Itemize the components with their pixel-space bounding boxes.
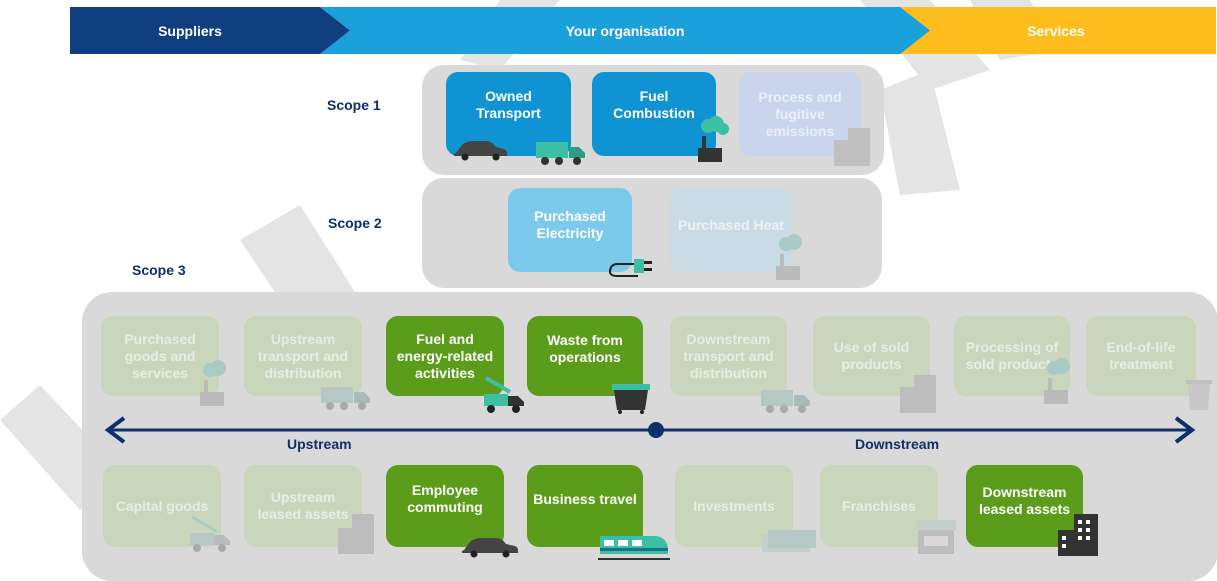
crane-truck-icon <box>190 515 230 552</box>
organisation-chevron: Your organisation <box>320 7 930 54</box>
downstream-transport-box[interactable]: Downstream transport and distribution <box>670 316 787 396</box>
purchased-electricity-box[interactable]: Purchased Electricity <box>508 188 632 272</box>
use-sold-label: Use of sold products <box>833 339 910 372</box>
plug-icon <box>609 259 652 277</box>
upstream-transport-box[interactable]: Upstream transport and distribution <box>244 316 362 396</box>
suppliers-chevron: Suppliers <box>70 7 350 54</box>
shop-icon <box>916 520 956 554</box>
value-chain-axis <box>104 416 1196 444</box>
factory-cloud-icon <box>776 234 802 280</box>
end-of-life-label: End-of-life treatment <box>1106 339 1176 372</box>
tanker-truck-icon <box>484 376 524 413</box>
downstream-transport-label: Downstream transport and distribution <box>683 330 774 381</box>
franchises-label: Franchises <box>842 497 916 514</box>
purchased-heat-label: Purchased Heat <box>678 216 784 233</box>
truck-icon <box>761 390 810 413</box>
factory-cloud-icon <box>1044 358 1070 404</box>
fuel-combustion-label: Fuel Combustion <box>613 88 695 121</box>
scope1-label: Scope 1 <box>327 97 381 113</box>
truck-icon <box>536 142 585 165</box>
organisation-label: Your organisation <box>565 22 685 39</box>
downstream-leased-box[interactable]: Downstream leased assets <box>966 465 1083 547</box>
scope2-label: Scope 2 <box>328 215 382 231</box>
investments-label: Investments <box>693 497 775 514</box>
owned-transport-label: Owned Transport <box>476 88 541 121</box>
suppliers-label: Suppliers <box>158 22 222 39</box>
banknote-icon <box>762 530 816 552</box>
business-travel-box[interactable]: Business travel <box>527 465 643 547</box>
downstream-leased-label: Downstream leased assets <box>978 484 1071 517</box>
factory-cloud-icon <box>200 360 226 406</box>
purchased-heat-box[interactable]: Purchased Heat <box>670 188 792 272</box>
downstream-label: Downstream <box>855 436 940 452</box>
employee-commuting-box[interactable]: Employee commuting <box>386 465 504 547</box>
dumpster-icon <box>612 384 650 414</box>
services-label: Services <box>1027 22 1085 39</box>
upstream-leased-label: Upstream leased assets <box>257 489 349 522</box>
end-of-life-box[interactable]: End-of-life treatment <box>1086 316 1196 396</box>
use-sold-box[interactable]: Use of sold products <box>813 316 930 396</box>
process-emissions-label: Process and fugitive emissions <box>758 88 842 139</box>
car-icon <box>454 141 507 161</box>
fuel-energy-box[interactable]: Fuel and energy-related activities <box>386 316 504 396</box>
capital-goods-label: Capital goods <box>115 497 209 514</box>
processing-sold-label: Processing of sold products <box>965 339 1059 372</box>
purchased-goods-box[interactable]: Purchased goods and services <box>101 316 219 396</box>
business-travel-label: Business travel <box>533 490 637 507</box>
recycle-bin-icon <box>1186 380 1212 410</box>
waste-box[interactable]: Waste from operations <box>527 316 643 396</box>
fuel-energy-label: Fuel and energy-related activities <box>396 330 494 381</box>
waste-label: Waste from operations <box>547 332 623 365</box>
factory-cloud-icon <box>698 116 729 162</box>
building-icon <box>338 514 374 554</box>
employee-commuting-label: Employee commuting <box>407 482 483 515</box>
truck-icon <box>321 387 370 410</box>
upstream-transport-label: Upstream transport and distribution <box>257 330 349 381</box>
train-icon <box>598 536 670 560</box>
purchased-electricity-label: Purchased Electricity <box>534 208 606 241</box>
building-icon <box>1058 514 1098 556</box>
purchased-goods-label: Purchased goods and services <box>124 330 196 381</box>
services-chevron: Services <box>896 7 1216 54</box>
car-icon <box>462 538 518 558</box>
upstream-label: Upstream <box>287 436 352 452</box>
scope3-label: Scope 3 <box>132 262 186 278</box>
building-icon <box>834 128 870 166</box>
building-icon <box>900 375 936 413</box>
fuel-combustion-box[interactable]: Fuel Combustion <box>592 72 716 156</box>
